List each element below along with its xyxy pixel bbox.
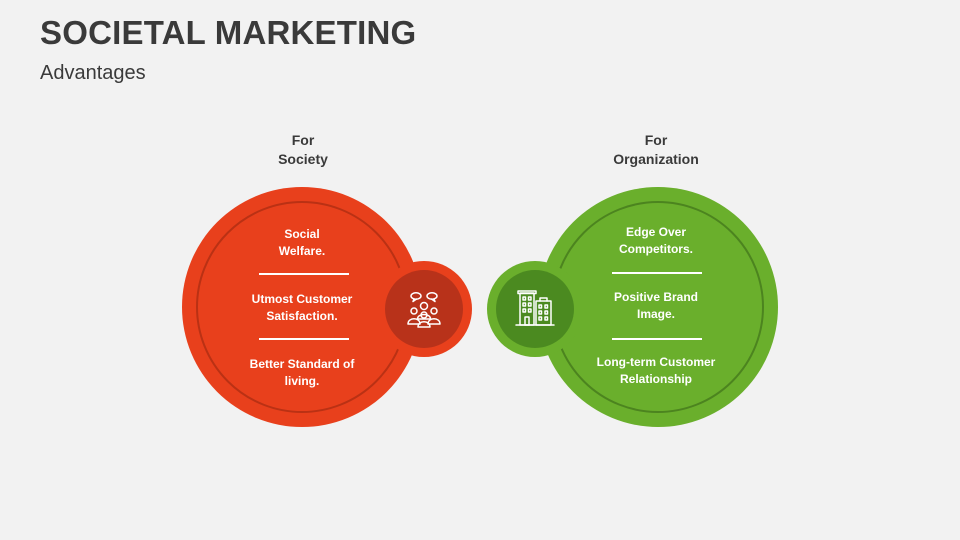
organization-divider-2 bbox=[612, 338, 702, 340]
organization-item-2-line-2: Image. bbox=[636, 307, 675, 321]
society-item-2-line-2: Satisfaction. bbox=[266, 309, 338, 323]
society-heading-line-2: Society bbox=[278, 151, 328, 167]
society-icon-circle bbox=[385, 270, 463, 348]
society-heading: For Society bbox=[203, 131, 403, 169]
organization-heading-line-1: For bbox=[644, 132, 668, 148]
society-item-1-line-1: Social bbox=[284, 227, 320, 241]
society-divider-1 bbox=[259, 273, 349, 275]
organization-item-3-line-2: Relationship bbox=[619, 372, 692, 386]
society-item-1: Social Welfare. bbox=[227, 226, 377, 260]
organization-heading-line-2: Organization bbox=[613, 151, 699, 167]
society-item-2: Utmost Customer Satisfaction. bbox=[227, 291, 377, 325]
organization-item-3: Long-term Customer Relationship bbox=[581, 354, 731, 388]
society-item-1-line-2: Welfare. bbox=[278, 244, 326, 258]
society-divider-2 bbox=[259, 338, 349, 340]
society-item-3-line-2: living. bbox=[284, 374, 320, 388]
organization-item-1: Edge Over Competitors. bbox=[581, 224, 731, 258]
slide-title: SOCIETAL MARKETING bbox=[40, 14, 417, 51]
organization-icon-circle bbox=[496, 270, 574, 348]
society-item-3-line-1: Better Standard of bbox=[249, 357, 355, 371]
office-building-icon bbox=[515, 290, 555, 326]
society-item-3: Better Standard of living. bbox=[227, 356, 377, 390]
organization-item-3-line-1: Long-term Customer bbox=[596, 355, 716, 369]
people-group-icon bbox=[407, 292, 441, 328]
society-item-2-line-1: Utmost Customer bbox=[251, 292, 353, 306]
organization-item-2: Positive Brand Image. bbox=[581, 289, 731, 323]
organization-item-2-line-1: Positive Brand bbox=[613, 290, 699, 304]
society-heading-line-1: For bbox=[291, 132, 315, 148]
organization-heading: For Organization bbox=[556, 131, 756, 169]
slide-subtitle: Advantages bbox=[40, 62, 146, 84]
organization-divider-1 bbox=[612, 272, 702, 274]
organization-item-1-line-1: Edge Over bbox=[625, 225, 687, 239]
organization-item-1-line-2: Competitors. bbox=[618, 242, 693, 256]
